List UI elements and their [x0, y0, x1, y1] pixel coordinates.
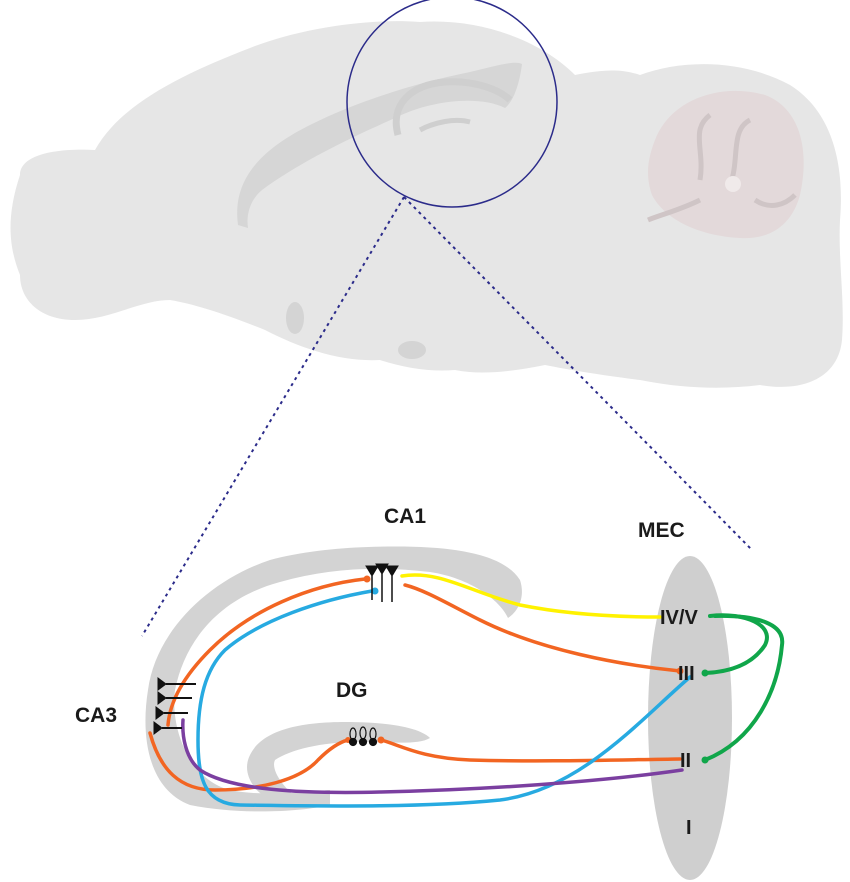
pons-spot: [398, 341, 426, 359]
pathway-terminals: [345, 575, 709, 764]
terminal-orange-dg: [377, 736, 385, 744]
zoom-line-right: [403, 196, 753, 551]
cerebellum: [647, 90, 804, 239]
hippocampus-silhouette: [392, 78, 513, 136]
corpus-callosum: [237, 62, 522, 229]
pathway-green-mec2-mec5: [703, 613, 785, 762]
mec-region: [648, 556, 732, 880]
pathway-orange-dg-ca3: [148, 731, 350, 792]
label-mec: MEC: [638, 519, 685, 542]
ca3-pyramidal-neurons: [153, 677, 196, 735]
label-layer-iii: III: [678, 663, 695, 685]
label-ca3: CA3: [75, 704, 117, 727]
terminal-orange-ca1: [363, 575, 371, 583]
terminal-orange-mec3: [676, 667, 684, 675]
terminal-green-mec2: [701, 756, 709, 764]
pathway-orange-mec2-dg: [379, 738, 682, 763]
label-layer-iv-v: IV/V: [660, 607, 698, 629]
label-dg: DG: [336, 679, 368, 702]
terminal-green-mec3: [701, 669, 709, 677]
brainstem-spot: [286, 302, 304, 334]
label-ca1: CA1: [384, 505, 426, 528]
pathway-orange-ca3-ca1: [166, 577, 367, 727]
dg-granule-cells: [348, 726, 378, 747]
ca1-pyramidal-neurons: [365, 563, 399, 602]
hippocampus-inner: [418, 117, 471, 133]
hippocampus-ca-band: [145, 546, 522, 812]
label-layer-ii: II: [680, 750, 691, 772]
pathway-orange-mec3-ca1: [403, 583, 682, 673]
zoom-line-left: [141, 196, 405, 637]
zoom-circle: [346, 0, 558, 208]
pathway-yellow-ca1-mec5: [400, 573, 662, 619]
label-layer-i: I: [686, 817, 692, 839]
pathway-purple-mec2-ca3: [181, 718, 684, 795]
terminal-blue-ca1: [371, 587, 379, 595]
